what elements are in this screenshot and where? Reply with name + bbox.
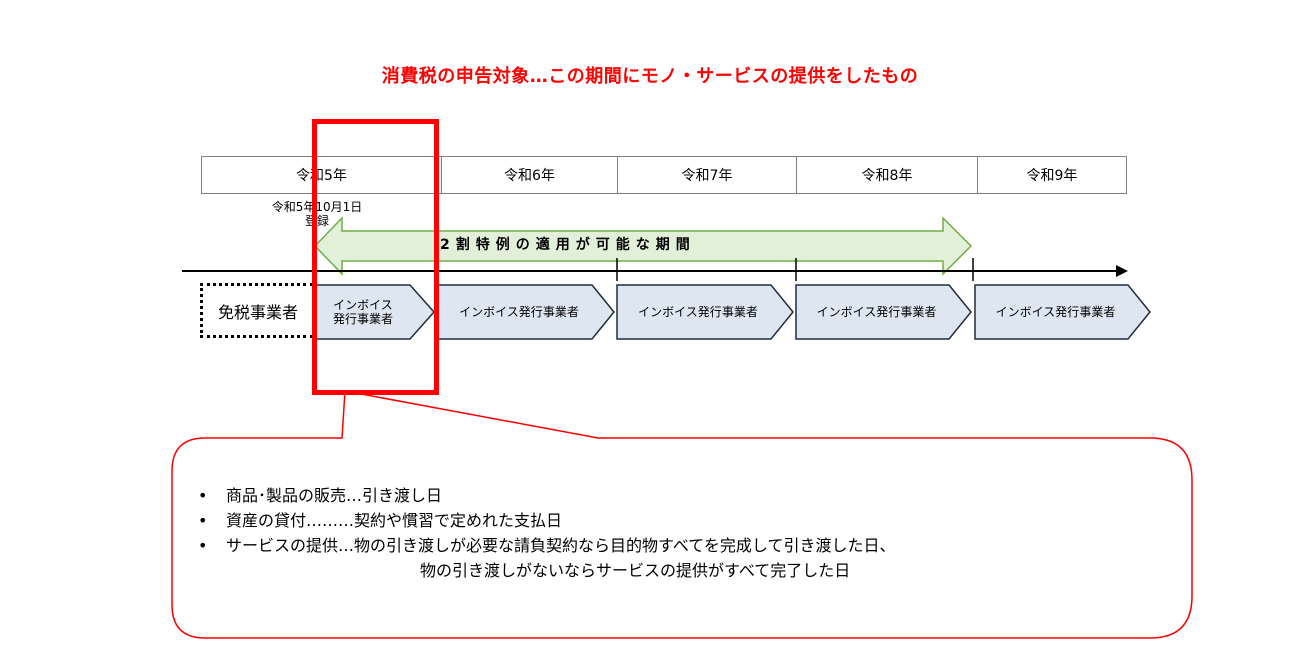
invoice-label-r7: インボイス発行事業者 (638, 305, 758, 319)
callout-list: 商品･製品の販売…引き渡し日 資産の貸付………契約や慣習で定めれた支払日 サービ… (198, 483, 1198, 558)
invoice-pentagon-r8 (795, 284, 972, 340)
invoice-label-line2: 発行事業者 (332, 312, 393, 326)
special-period-label: 2割特例の適用が可能な期間 (440, 237, 696, 253)
highlight-rectangle (312, 119, 439, 395)
invoice-label-r6: インボイス発行事業者 (459, 305, 579, 319)
year-cell-r7: 令和7年 (618, 157, 797, 193)
invoice-label-r8: インボイス発行事業者 (816, 305, 937, 319)
callout-item: サービスの提供…物の引き渡しが必要な請負契約なら目的物すべてを完成して引き渡した… (198, 533, 1198, 558)
invoice-pentagon-r9 (974, 284, 1151, 340)
invoice-pentagon-r7 (616, 284, 794, 340)
exempt-business-label: 免税事業者 (217, 302, 298, 322)
callout-continuation: 物の引き渡しがないならサービスの提供がすべて完了した日 (420, 561, 851, 580)
special-period-arrow (313, 216, 973, 276)
year-cell-r5: 令和5年 (202, 157, 442, 193)
callout-item: 商品･製品の販売…引き渡し日 (198, 483, 1198, 508)
invoice-label-r9: インボイス発行事業者 (995, 305, 1116, 319)
invoice-label-line1: インボイス (333, 298, 393, 312)
exempt-business-box: 免税事業者 (200, 283, 313, 338)
diagram-title: 消費税の申告対象…この期間にモノ・サービスの提供をしたもの (381, 66, 919, 87)
year-timeline-table: 令和5年 令和6年 令和7年 令和8年 令和9年 (201, 156, 1127, 194)
year-cell-r8: 令和8年 (797, 157, 978, 193)
timeline-arrowhead (1116, 265, 1128, 277)
callout-item: 資産の貸付………契約や慣習で定めれた支払日 (198, 508, 1198, 533)
year-cell-r9: 令和9年 (1026, 168, 1078, 184)
year-cell-r6: 令和6年 (442, 157, 618, 193)
invoice-label-r5: インボイス 発行事業者 (313, 285, 413, 339)
